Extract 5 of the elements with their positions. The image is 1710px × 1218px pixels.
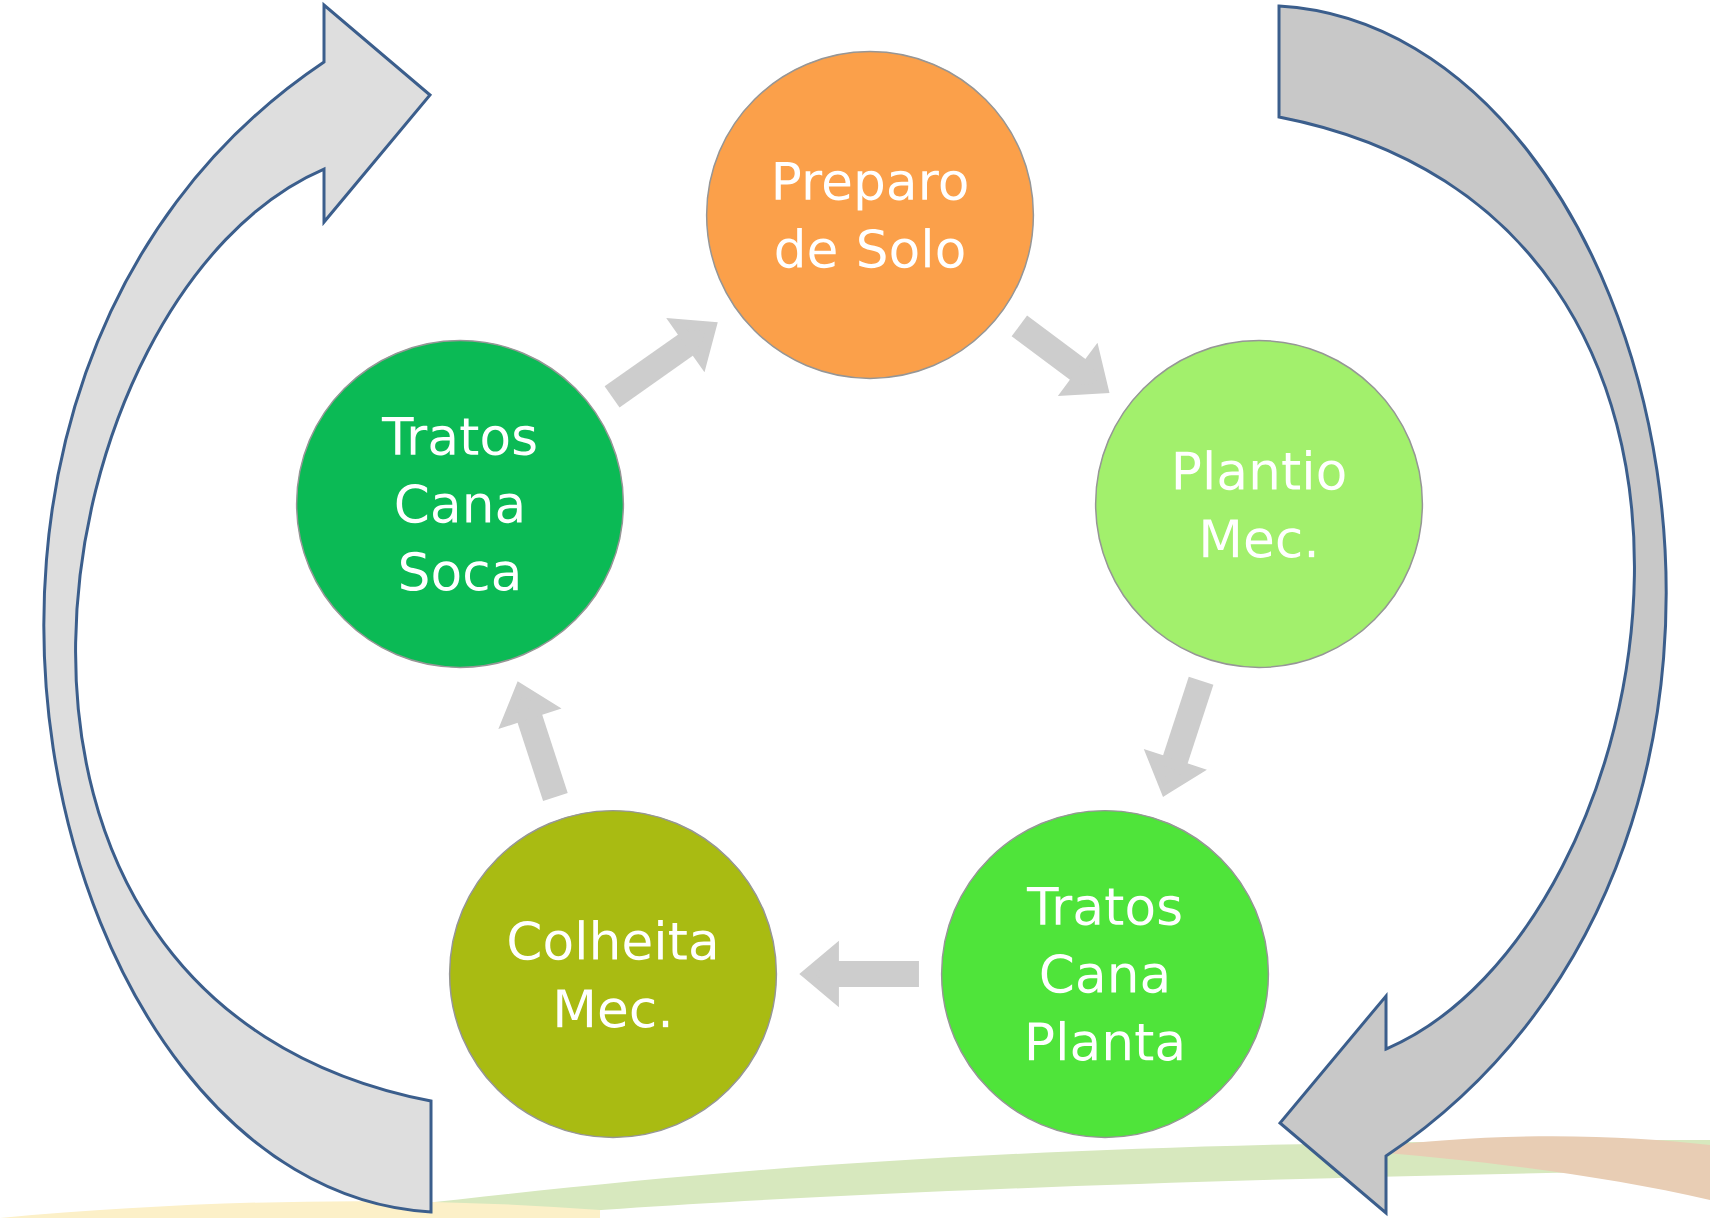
circle-node: Tratos Cana Soca: [295, 339, 625, 669]
circle-node: Plantio Mec.: [1094, 339, 1424, 669]
circle-node: Colheita Mec.: [448, 809, 778, 1139]
circle-node: Preparo de Solo: [705, 50, 1035, 380]
circle-node: Tratos Cana Planta: [940, 809, 1270, 1139]
